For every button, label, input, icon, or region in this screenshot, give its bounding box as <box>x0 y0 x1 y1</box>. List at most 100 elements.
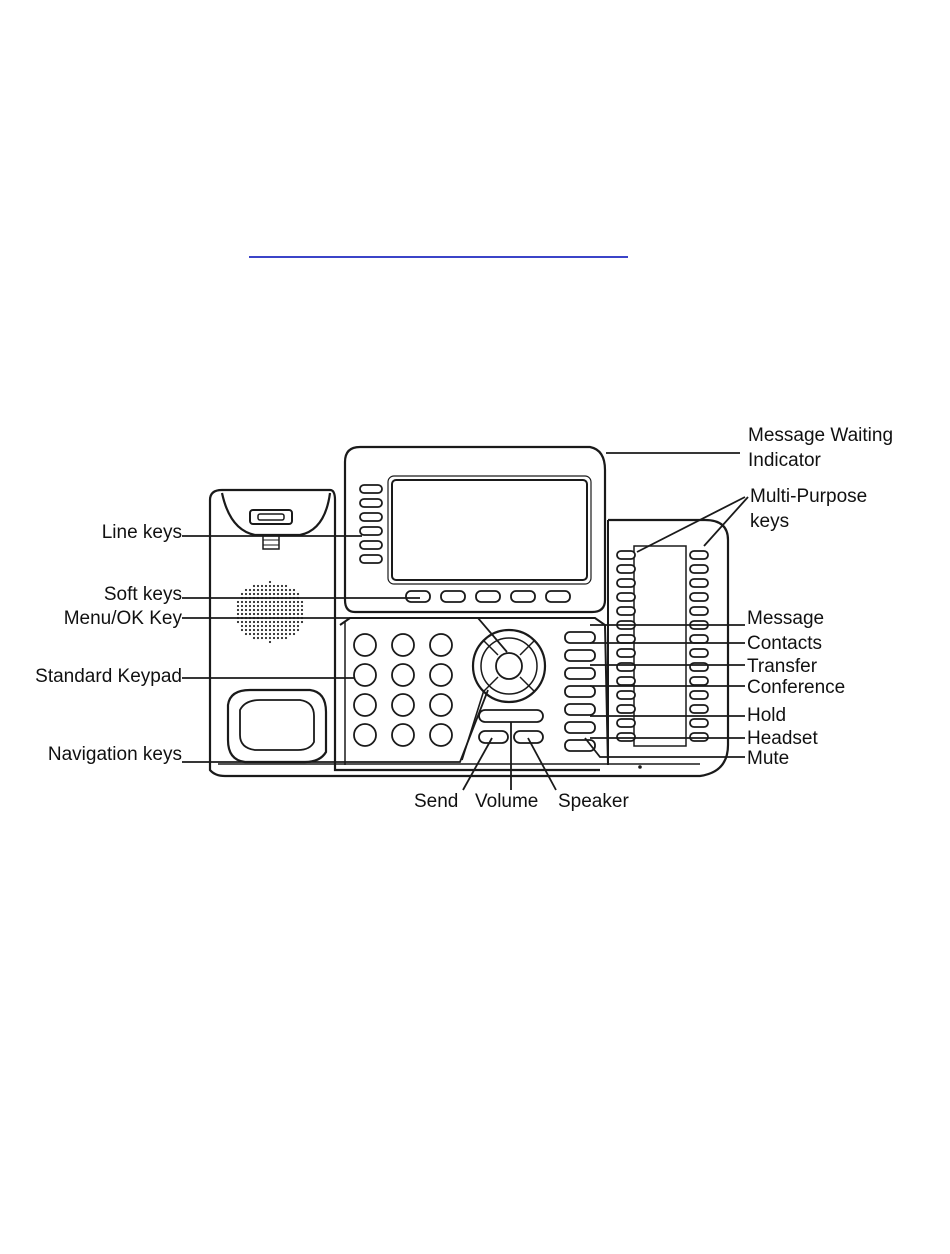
speaker-hole <box>253 621 255 623</box>
soft-key[interactable] <box>406 591 430 602</box>
navigation-pad[interactable] <box>473 630 545 702</box>
multi-purpose-key[interactable] <box>690 565 708 573</box>
keypad-key[interactable] <box>430 694 452 716</box>
multi-purpose-key[interactable] <box>617 705 635 713</box>
send-key[interactable] <box>479 731 508 743</box>
multi-purpose-key[interactable] <box>617 607 635 615</box>
keypad-key[interactable] <box>392 634 414 656</box>
label-message: Message <box>747 608 824 629</box>
multi-purpose-keys-left[interactable] <box>617 551 635 741</box>
multi-purpose-key[interactable] <box>690 593 708 601</box>
speaker-hole <box>273 593 275 595</box>
speaker-hole <box>249 625 251 627</box>
speaker-hole <box>289 621 291 623</box>
multi-purpose-key[interactable] <box>690 607 708 615</box>
speaker-hole <box>265 605 267 607</box>
line-key[interactable] <box>360 513 382 521</box>
speaker-hole <box>257 621 259 623</box>
multi-purpose-key[interactable] <box>690 635 708 643</box>
soft-key[interactable] <box>511 591 535 602</box>
multi-purpose-keys-right[interactable] <box>690 551 708 741</box>
volume-key[interactable] <box>479 710 543 722</box>
multi-purpose-key[interactable] <box>617 593 635 601</box>
speaker-hole <box>265 601 267 603</box>
multi-purpose-key[interactable] <box>690 719 708 727</box>
keypad-key[interactable] <box>392 724 414 746</box>
speaker-hole <box>285 613 287 615</box>
speaker-hole <box>257 605 259 607</box>
keypad-key[interactable] <box>430 664 452 686</box>
speaker-hole <box>253 589 255 591</box>
multi-purpose-key[interactable] <box>690 649 708 657</box>
speaker-hole <box>273 613 275 615</box>
keypad-key[interactable] <box>354 724 376 746</box>
line-keys[interactable] <box>360 485 382 563</box>
label-multi-purpose-line1: Multi-Purpose <box>750 486 867 507</box>
speaker-hole <box>293 625 295 627</box>
keypad-key[interactable] <box>354 694 376 716</box>
speaker-key[interactable] <box>514 731 543 743</box>
speaker-hole <box>261 613 263 615</box>
speaker-hole <box>297 621 299 623</box>
hold-key[interactable] <box>565 704 595 715</box>
multi-purpose-key[interactable] <box>690 705 708 713</box>
multi-purpose-key[interactable] <box>617 565 635 573</box>
multi-purpose-key[interactable] <box>690 579 708 587</box>
speaker-hole <box>249 601 251 603</box>
multi-purpose-key[interactable] <box>617 551 635 559</box>
speaker-hole <box>285 625 287 627</box>
conference-key[interactable] <box>565 686 595 697</box>
keypad-key[interactable] <box>430 634 452 656</box>
function-keys[interactable] <box>565 632 595 751</box>
headset-key[interactable] <box>565 722 595 733</box>
contacts-key[interactable] <box>565 650 595 661</box>
keypad-key[interactable] <box>392 694 414 716</box>
multi-purpose-key[interactable] <box>617 649 635 657</box>
multi-purpose-key[interactable] <box>617 733 635 741</box>
keypad-key[interactable] <box>430 724 452 746</box>
speaker-hole <box>289 625 291 627</box>
speaker-hole <box>285 601 287 603</box>
speaker-hole <box>241 601 243 603</box>
speaker-hole <box>241 613 243 615</box>
keypad-key[interactable] <box>354 634 376 656</box>
multi-purpose-key[interactable] <box>690 677 708 685</box>
speaker-hole <box>297 625 299 627</box>
speaker-hole <box>281 609 283 611</box>
message-key[interactable] <box>565 632 595 643</box>
speaker-hole <box>289 593 291 595</box>
multi-purpose-key[interactable] <box>690 691 708 699</box>
multi-purpose-key[interactable] <box>690 551 708 559</box>
speaker-hole <box>297 605 299 607</box>
multi-purpose-key[interactable] <box>690 733 708 741</box>
multi-purpose-key[interactable] <box>617 677 635 685</box>
speaker-hole <box>269 605 271 607</box>
soft-keys[interactable] <box>406 591 570 602</box>
multi-purpose-key[interactable] <box>617 579 635 587</box>
speaker-hole <box>293 613 295 615</box>
line-key[interactable] <box>360 541 382 549</box>
line-key[interactable] <box>360 527 382 535</box>
multi-purpose-key[interactable] <box>617 691 635 699</box>
speaker-hole <box>281 625 283 627</box>
standard-keypad[interactable] <box>354 634 452 746</box>
soft-key[interactable] <box>441 591 465 602</box>
keypad-key[interactable] <box>392 664 414 686</box>
speaker-hole <box>269 609 271 611</box>
keypad-key[interactable] <box>354 664 376 686</box>
speaker-hole <box>301 613 303 615</box>
label-mute: Mute <box>747 748 789 769</box>
speaker-hole <box>293 589 295 591</box>
line-key[interactable] <box>360 485 382 493</box>
line-key[interactable] <box>360 499 382 507</box>
speaker-hole <box>261 637 263 639</box>
speaker-hole <box>261 585 263 587</box>
line-key[interactable] <box>360 555 382 563</box>
multi-purpose-key[interactable] <box>617 719 635 727</box>
soft-key[interactable] <box>546 591 570 602</box>
menu-ok-key[interactable] <box>496 653 522 679</box>
transfer-key[interactable] <box>565 668 595 679</box>
speaker-hole <box>265 585 267 587</box>
multi-purpose-key[interactable] <box>617 635 635 643</box>
soft-key[interactable] <box>476 591 500 602</box>
